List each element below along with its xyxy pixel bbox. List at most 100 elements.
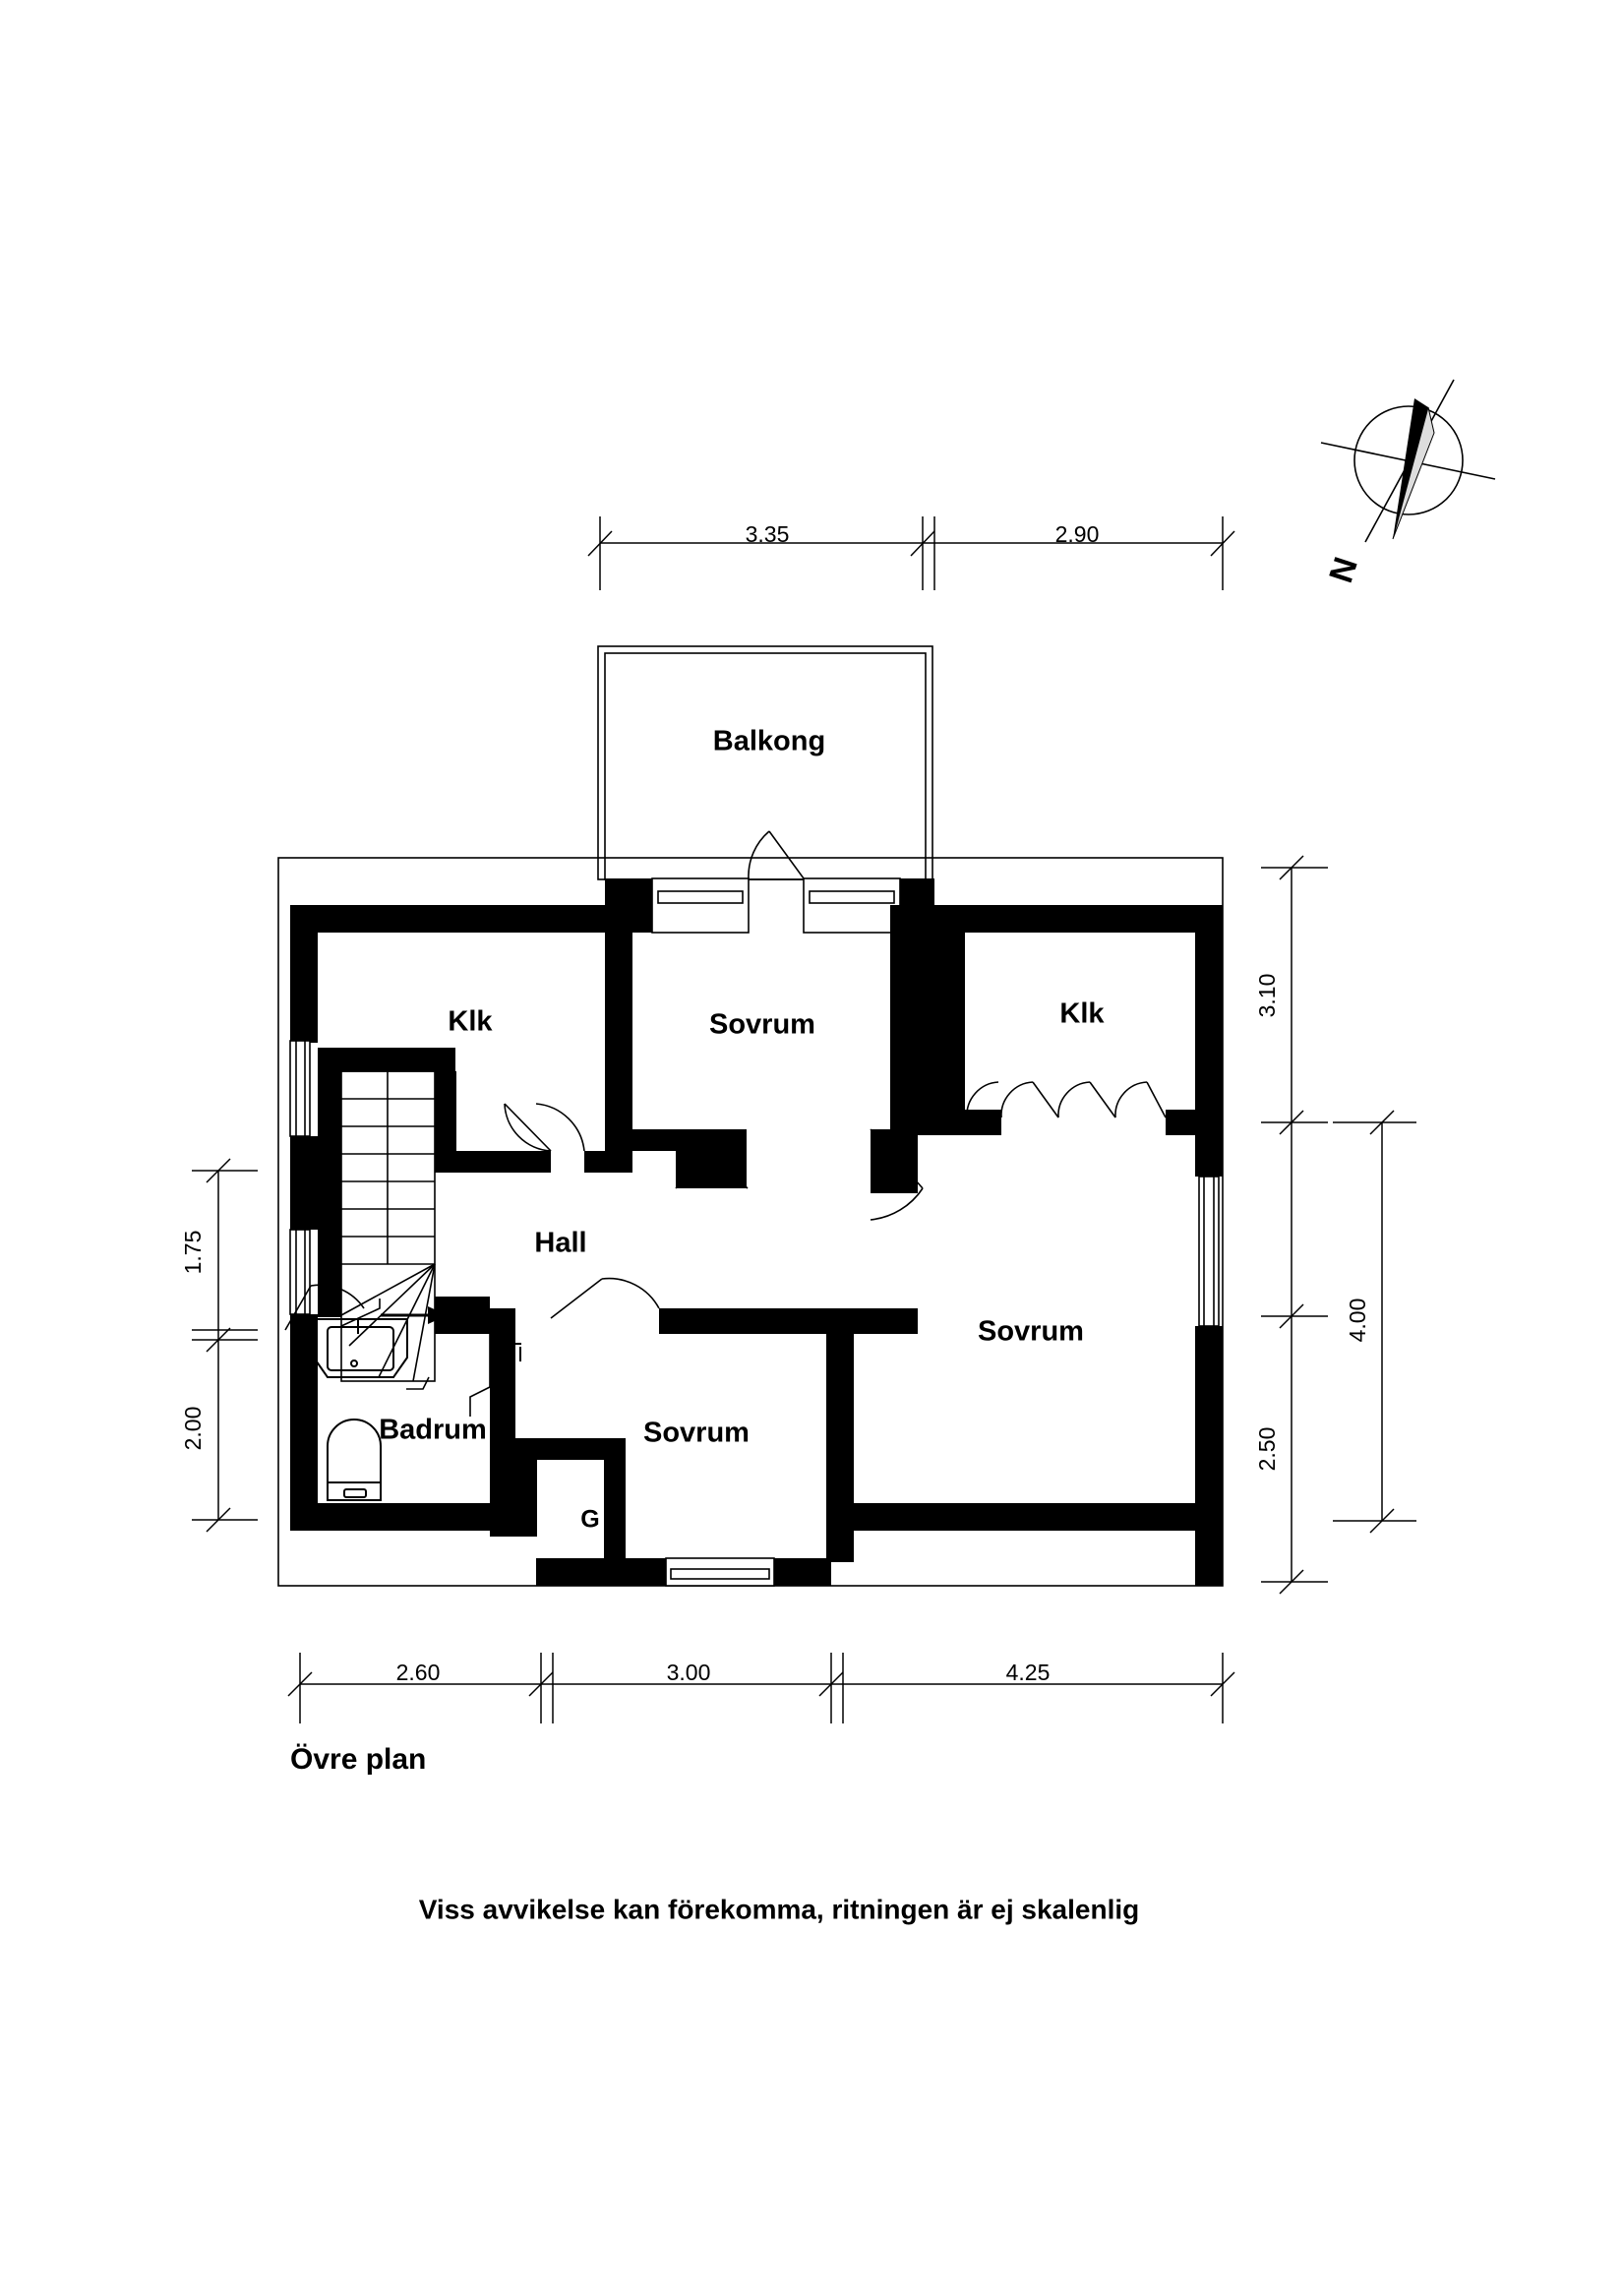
- dim-right-inner-label-2: 2.50: [1254, 1427, 1280, 1472]
- dimension-chain-right-outer: 4.00: [1333, 1110, 1416, 1534]
- room-balkong: Balkong: [597, 645, 933, 880]
- wall-bottom-center-right: [774, 1558, 831, 1586]
- stair-winder-1: [340, 1263, 436, 1316]
- dimension-chain-top: 3.35 2.90: [587, 516, 1235, 590]
- window-left-lower-glass: [295, 1229, 306, 1315]
- dim-right-inner-slash-4: [1279, 1569, 1304, 1595]
- window-bottom-glass: [670, 1568, 770, 1580]
- door-klk-left-arc: [504, 1103, 552, 1152]
- door-klk-left-arc2: [535, 1103, 585, 1152]
- door-klk-right-fold-0: [966, 1081, 999, 1118]
- interior-walls: [318, 905, 1197, 1562]
- wall-sovrum-bottom-top-right: [659, 1308, 836, 1334]
- room-labels: Klk Sovrum Klk Hall Sovrum Badrum Sovrum…: [379, 998, 1105, 1534]
- dim-top-slash-3: [1210, 530, 1235, 557]
- dim-left-label-2: 2.00: [180, 1407, 206, 1451]
- wall-hall-right-lower-stub: [871, 1308, 918, 1334]
- door-sovrum-top-arc: [675, 1135, 693, 1189]
- compass-north-label: N: [1322, 553, 1365, 587]
- room-label-hall: Hall: [534, 1228, 586, 1259]
- dim-right-outer-slash-1: [1369, 1110, 1395, 1135]
- dim-top-label-1: 3.35: [746, 521, 790, 547]
- room-label-sovrum-top: Sovrum: [709, 1009, 815, 1041]
- bathroom-fixtures: [313, 1318, 521, 1501]
- window-top-left-glass: [657, 890, 744, 904]
- door-klk-right-fold-3b: [1146, 1081, 1167, 1118]
- dim-bottom-slash-3: [818, 1671, 844, 1697]
- door-sovrum-right-leaf: [870, 1128, 924, 1189]
- pier-central: [676, 1129, 747, 1188]
- window-right-glass: [1203, 1176, 1215, 1327]
- dim-left-slash-3: [206, 1507, 231, 1533]
- dim-bottom-slash-2: [528, 1671, 554, 1697]
- door-balcony-left-arc: [748, 830, 770, 879]
- dim-right-inner-label-1: 3.10: [1254, 974, 1280, 1018]
- room-label-sovrum-right: Sovrum: [978, 1316, 1084, 1348]
- door-sovrum-bottom-arc: [601, 1277, 660, 1309]
- toilet-bowl: [327, 1419, 382, 1501]
- wall-sovrum-top-bottom-left: [632, 1129, 676, 1151]
- door-sovrum-top-leaf: [690, 1135, 749, 1189]
- dim-bottom-slash-1: [287, 1671, 313, 1697]
- door-klk-left-leaf-hidden: [504, 1103, 552, 1152]
- dim-right-outer-slash-2: [1369, 1508, 1395, 1534]
- wall-top-left: [290, 905, 605, 933]
- dim-bottom-label-1: 2.60: [396, 1660, 441, 1685]
- dim-bottom-slash-4: [1210, 1671, 1235, 1697]
- dimension-chain-right-inner: 3.10 2.50: [1254, 855, 1328, 1595]
- wall-hall-right-upper: [871, 1129, 918, 1190]
- shower-spray-2: [505, 1345, 511, 1364]
- room-label-badrum: Badrum: [379, 1415, 487, 1446]
- door-sovrum-bottom-leaf: [550, 1278, 603, 1319]
- plan-disclaimer-caption: Viss avvikelse kan förekomma, ritningen …: [419, 1894, 1140, 1924]
- door-klk-right-fold-2b: [1089, 1081, 1116, 1118]
- wall-klk-right-bottom-right: [1166, 1110, 1197, 1135]
- stair-winder-4: [412, 1263, 436, 1382]
- dim-right-outer-label-1: 4.00: [1345, 1299, 1370, 1343]
- toilet-flush-plate: [343, 1488, 367, 1498]
- wall-klk-right-left: [918, 905, 965, 1129]
- door-klk-right-fold-3: [1114, 1081, 1148, 1118]
- wall-right-upper: [1195, 905, 1223, 1177]
- door-klk-right-fold-1b: [1032, 1081, 1059, 1118]
- wall-klk-left-bottom-b: [433, 1151, 551, 1173]
- wall-bottom-center-left: [536, 1558, 666, 1586]
- shower-corner-c: [406, 1376, 430, 1390]
- door-badrum-leaf: [284, 1285, 312, 1331]
- room-label-klk-right: Klk: [1059, 998, 1105, 1030]
- dim-right-inner-slash-3: [1279, 1303, 1304, 1329]
- stair-direction-arrow-head: [428, 1306, 448, 1324]
- window-top-right-frame: [803, 877, 901, 934]
- dim-top-label-2: 2.90: [1055, 521, 1100, 547]
- balkong-outline-outer: [597, 645, 933, 880]
- room-label-klk-left: Klk: [448, 1006, 493, 1038]
- window-top-right-glass: [809, 890, 895, 904]
- window-top-left-frame: [651, 877, 750, 934]
- wall-bottom-right: [831, 1503, 1223, 1531]
- exterior-walls: [289, 877, 1223, 1587]
- dim-right-inner-slash-1: [1279, 855, 1304, 880]
- dim-top-slash-2: [910, 530, 935, 557]
- page-title: Övre plan: [290, 1743, 426, 1776]
- door-klk-right-fold-2: [1057, 1081, 1091, 1118]
- wall-sovrum-top-right: [890, 905, 918, 1129]
- door-badrum-arc: [310, 1284, 365, 1309]
- wall-badrum-right: [490, 1308, 515, 1537]
- dimension-chain-left: 1.75 2.00: [180, 1158, 258, 1533]
- door-balcony-right-leaf: [768, 830, 805, 879]
- room-label-garderob: G: [580, 1506, 599, 1534]
- wall-klk-right-bottom-left: [918, 1110, 1001, 1135]
- wall-hall-right-step: [871, 1185, 918, 1193]
- wall-sovrum-bottom-right: [826, 1316, 854, 1562]
- wall-stair-left: [318, 1071, 341, 1317]
- wall-klk-left-door-jamb: [584, 1151, 632, 1173]
- wall-klk-left-right-side: [605, 905, 632, 1151]
- compass-needle-light: [1392, 406, 1435, 540]
- shower-spray-3: [512, 1345, 515, 1364]
- shower-spray-1: [497, 1346, 507, 1362]
- door-sovrum-right-arc: [870, 1187, 924, 1221]
- dim-bottom-label-2: 3.00: [667, 1660, 711, 1685]
- compass-needle-dark: [1393, 398, 1428, 539]
